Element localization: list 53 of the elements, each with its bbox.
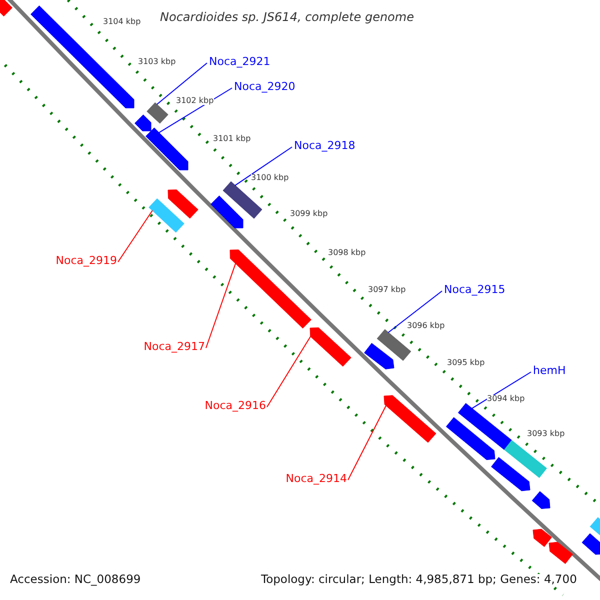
gene-label: Noca_2920 bbox=[234, 81, 296, 92]
leader-line bbox=[118, 210, 153, 262]
gene-segment bbox=[364, 342, 394, 370]
gene-segment bbox=[310, 327, 352, 367]
gene-segment bbox=[230, 250, 312, 329]
gene-segment bbox=[210, 196, 244, 228]
genome-info-text: Topology: circular; Length: 4,985,871 bp; Genes: 4,700 bbox=[261, 574, 577, 586]
leader-line bbox=[158, 88, 232, 134]
gene-label: Noca_2919 bbox=[56, 255, 117, 266]
scale-label: 3102 kbp bbox=[176, 97, 214, 105]
gene-segment bbox=[168, 189, 198, 219]
scale-label: 3099 kbp bbox=[290, 210, 328, 218]
gene-label: Noca_2915 bbox=[444, 284, 506, 295]
scale-label: 3095 kbp bbox=[447, 359, 485, 367]
gene-segment bbox=[582, 533, 600, 555]
scale-label: 3097 kbp bbox=[368, 286, 406, 294]
gene-segment bbox=[384, 395, 436, 443]
scale-label: 3096 kbp bbox=[407, 322, 445, 330]
gene-segment bbox=[376, 329, 412, 361]
gene-segment bbox=[446, 417, 496, 460]
accession-text: Accession: NC_008699 bbox=[10, 574, 141, 586]
scale-label: 3100 kbp bbox=[251, 174, 289, 182]
leader-line bbox=[471, 372, 532, 410]
gene-segment bbox=[532, 491, 550, 509]
scale-label: 3104 kbp bbox=[103, 18, 141, 26]
leader-line bbox=[348, 405, 387, 480]
gene-segment bbox=[458, 403, 512, 450]
gene-label: Noca_2917 bbox=[144, 341, 205, 352]
gene-label: Noca_2914 bbox=[286, 473, 347, 484]
gene-segment bbox=[491, 457, 530, 492]
gene-segment bbox=[0, 0, 12, 16]
leader-line bbox=[156, 62, 208, 105]
leader-line bbox=[234, 146, 292, 186]
gene-segment bbox=[146, 102, 168, 124]
leader-line bbox=[388, 290, 442, 333]
scale-label: 3101 kbp bbox=[213, 135, 251, 143]
scale-label: 3094 kbp bbox=[487, 395, 525, 403]
gene-segment bbox=[504, 440, 547, 478]
gene-segment bbox=[148, 198, 184, 233]
gene-segment bbox=[134, 114, 152, 132]
gene-segment bbox=[222, 181, 262, 219]
gene-label: Noca_2921 bbox=[209, 56, 270, 67]
scale-label: 3093 kbp bbox=[527, 430, 565, 438]
gene-segment bbox=[548, 542, 573, 564]
title: Nocardioides sp. JS614, complete genome bbox=[160, 11, 414, 23]
scale-label: 3098 kbp bbox=[328, 249, 366, 257]
leader-line bbox=[206, 262, 236, 348]
gene-label: Noca_2918 bbox=[294, 140, 356, 151]
gene-label: Noca_2916 bbox=[204, 400, 266, 411]
gene-segment bbox=[146, 128, 188, 170]
gene-segment bbox=[532, 528, 552, 547]
leader-line bbox=[266, 336, 311, 408]
gene-label: hemH bbox=[533, 365, 566, 376]
